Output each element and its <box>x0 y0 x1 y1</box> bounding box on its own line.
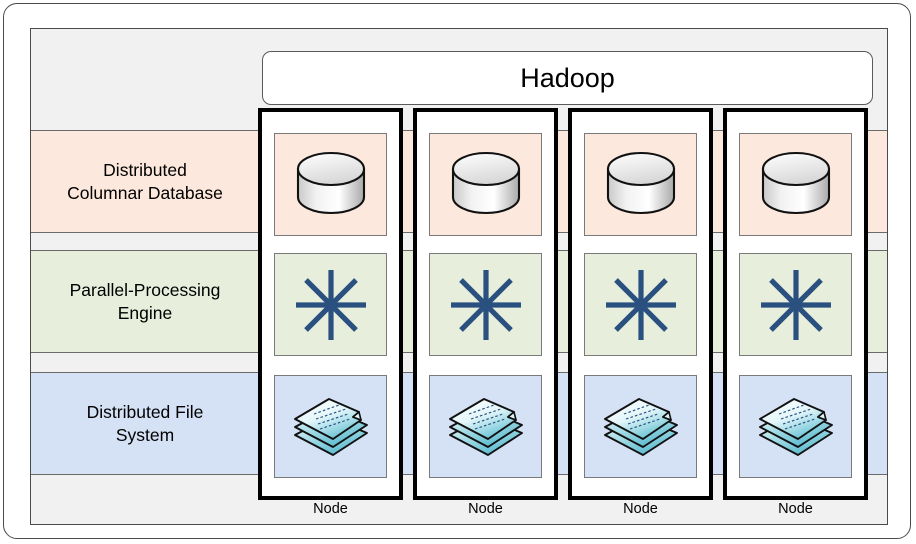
node-label-4: Node <box>778 501 813 517</box>
node-cell-parallel-processing-engine[interactable] <box>584 253 697 356</box>
node-cell-parallel-processing-engine[interactable] <box>739 253 852 356</box>
asterisk-star-icon <box>602 266 680 344</box>
document-stack-icon <box>754 393 838 461</box>
tier-label-distributed-columnar-database: Distributed Columnar Database <box>67 160 223 203</box>
outer-frame: Distributed Columnar Database Parallel-P… <box>3 3 911 539</box>
node-label-3: Node <box>623 501 658 517</box>
database-cylinder-icon <box>759 150 833 220</box>
asterisk-star-icon <box>447 266 525 344</box>
node-cell-distributed-file-system[interactable] <box>739 375 852 478</box>
node-cell-distributed-file-system[interactable] <box>584 375 697 478</box>
asterisk-star-icon <box>292 266 370 344</box>
database-cylinder-icon <box>604 150 678 220</box>
asterisk-star-icon <box>757 266 835 344</box>
node-box-2[interactable] <box>413 108 558 500</box>
diagram-canvas: Distributed Columnar Database Parallel-P… <box>30 28 888 525</box>
document-stack-icon <box>599 393 683 461</box>
node-cell-distributed-columnar-database[interactable] <box>739 133 852 236</box>
tier-label-parallel-processing-engine: Parallel-Processing Engine <box>69 280 221 323</box>
node-box-1[interactable] <box>258 108 403 500</box>
node-cell-parallel-processing-engine[interactable] <box>429 253 542 356</box>
node-label-1: Node <box>313 501 348 517</box>
node-cell-parallel-processing-engine[interactable] <box>274 253 387 356</box>
node-cell-distributed-file-system[interactable] <box>429 375 542 478</box>
hadoop-title-text: Hadoop <box>520 62 615 93</box>
node-cell-distributed-columnar-database[interactable] <box>274 133 387 236</box>
tier-label-distributed-file-system: Distributed File System <box>86 402 204 445</box>
database-cylinder-icon <box>449 150 523 220</box>
node-box-3[interactable] <box>568 108 713 500</box>
document-stack-icon <box>289 393 373 461</box>
node-box-4[interactable] <box>723 108 868 500</box>
document-stack-icon <box>444 393 528 461</box>
hadoop-title-bar: Hadoop <box>262 51 873 105</box>
database-cylinder-icon <box>294 150 368 220</box>
node-cell-distributed-columnar-database[interactable] <box>429 133 542 236</box>
node-cell-distributed-columnar-database[interactable] <box>584 133 697 236</box>
node-label-2: Node <box>468 501 503 517</box>
node-cell-distributed-file-system[interactable] <box>274 375 387 478</box>
